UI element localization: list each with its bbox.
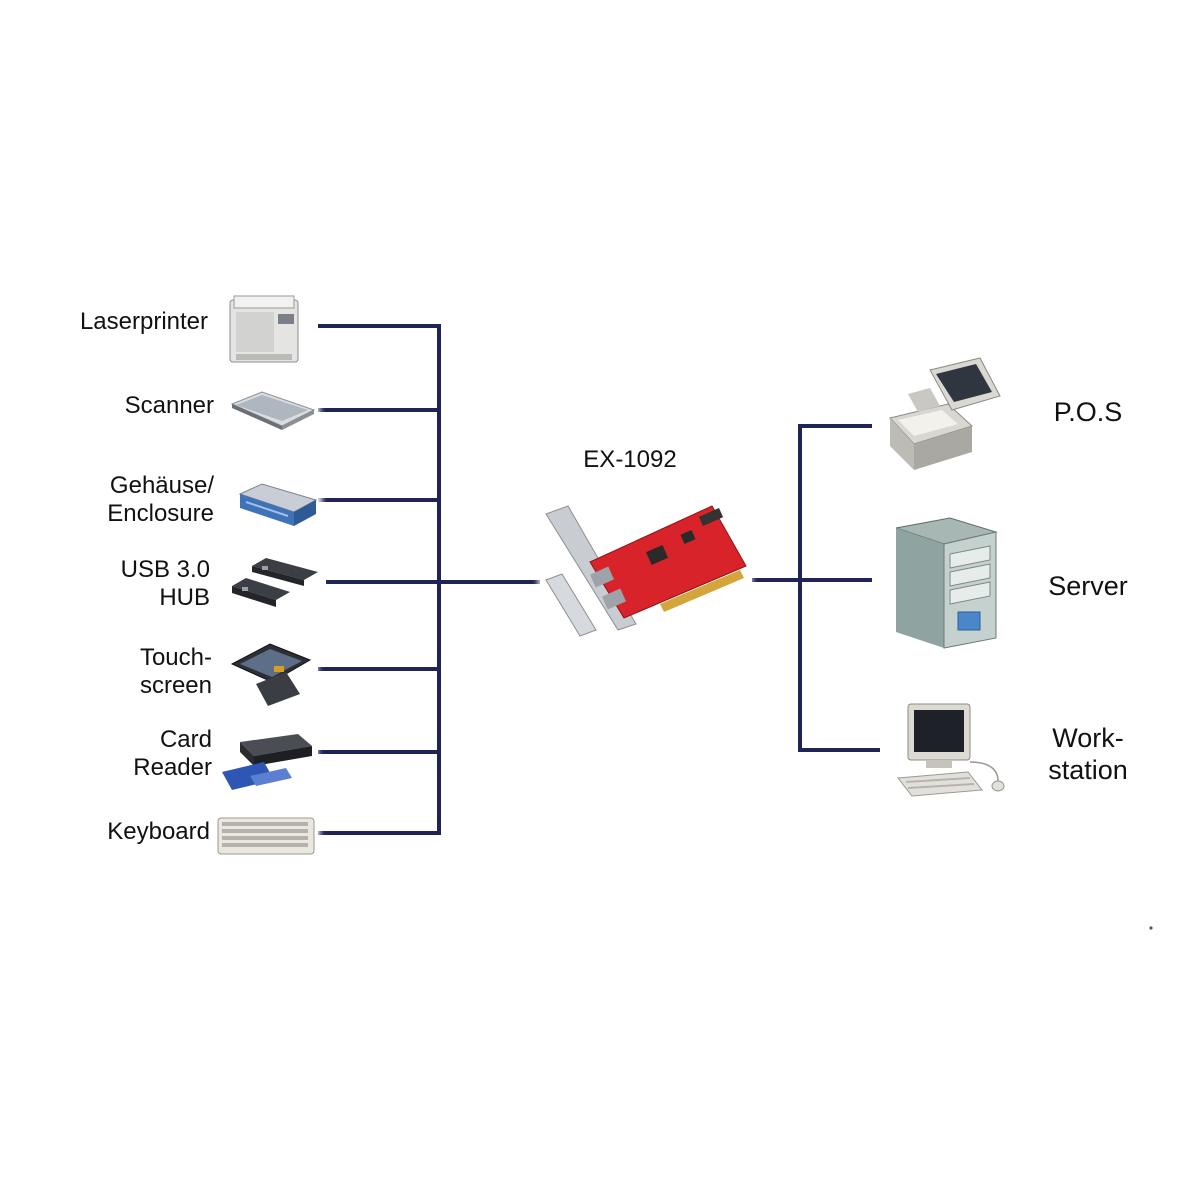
usb-hub-icon (226, 552, 322, 614)
workstation-icon (890, 698, 1010, 798)
keyboard-label: Keyboard (107, 818, 210, 845)
right-bus-lines (752, 424, 880, 752)
card-label: EX-1092 (583, 446, 677, 473)
left-bus-lines (318, 324, 540, 835)
workstation-label: Work- station (1048, 723, 1128, 785)
keyboard-icon (210, 810, 320, 862)
scanner-icon (224, 388, 320, 434)
scanner-label: Scanner (124, 392, 214, 419)
card-reader-icon (214, 722, 318, 796)
touchscreen-icon (222, 638, 318, 712)
pos-label: P.O.S (1053, 397, 1123, 427)
server-label: Server (1048, 571, 1128, 601)
laser-printer-icon (220, 292, 312, 368)
usb-hub-label: USB 3.0 HUB (120, 556, 210, 611)
speck-dot (1149, 926, 1153, 930)
laserprinter-label: Laserprinter (79, 308, 208, 335)
pci-card-icon (538, 496, 752, 646)
server-tower-icon (884, 514, 1008, 656)
pos-terminal-icon (884, 352, 1008, 476)
enclosure-icon (230, 478, 322, 530)
enclosure-label: Gehäuse/ Enclosure (107, 472, 214, 527)
touchscreen-label: Touch- screen (139, 644, 212, 699)
card-reader-label: Card Reader (133, 726, 212, 781)
